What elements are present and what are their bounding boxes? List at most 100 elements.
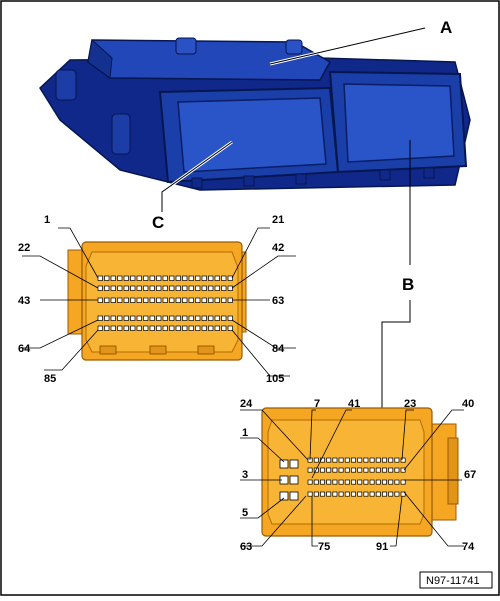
connector-b-pin-r0-c8 xyxy=(357,457,363,463)
connector-c-pin-r2-c8 xyxy=(149,297,155,303)
connector-b-pin-r3-c2 xyxy=(320,491,325,497)
pin-label-b-91: 91 xyxy=(376,541,388,553)
connector-c-pin-r4-c8 xyxy=(149,325,155,331)
connector-c-pin-r2-c11 xyxy=(169,297,175,303)
callout-a-label: A xyxy=(440,18,452,37)
connector-c-pin-r1-c0 xyxy=(97,285,103,291)
connector-c-pin-r3-c20 xyxy=(227,315,233,321)
pin-leader-c-42 xyxy=(231,255,296,289)
connector-c-pin-r2-c2 xyxy=(110,297,116,303)
connector-c-pin-r3-c19 xyxy=(221,315,227,321)
pin-label-c-43: 43 xyxy=(18,295,30,307)
connector-b-pin-r3-c4 xyxy=(332,491,338,497)
connector-b-large-pin-2 xyxy=(289,459,299,469)
ecu-top-side xyxy=(87,39,113,79)
pin-label-b-23: 23 xyxy=(404,398,416,410)
connector-c-pin-r1-c6 xyxy=(136,285,142,291)
connector-b-pin-r3-c9 xyxy=(363,491,369,497)
connector-b-pin-r2-c11 xyxy=(375,479,381,485)
connector-c-pin-r4-c16 xyxy=(201,325,207,331)
connector-b-pin-r2-c13 xyxy=(388,479,394,485)
connector-c-pin-r3-c4 xyxy=(123,315,129,321)
connector-c-pin-r3-c14 xyxy=(188,315,194,321)
callout-b-label: B xyxy=(402,275,414,294)
connector-b-pin-r0-c3 xyxy=(326,457,332,463)
connector-c-pin-r0-c10 xyxy=(162,275,168,281)
connector-c-pin-r0-c7 xyxy=(143,275,149,281)
connector-c-pin-r3-c5 xyxy=(130,315,136,321)
pin-leader-b-5 xyxy=(240,497,285,519)
pin-label-b-63: 63 xyxy=(240,541,252,553)
connector-b-pin-r0-c7 xyxy=(351,457,356,463)
connector-c-pin-r1-c8 xyxy=(149,285,155,291)
connector-c-pin-r4-c20 xyxy=(227,325,233,331)
pin-leader-b-23 xyxy=(401,409,414,461)
ecu-mount-tab-left xyxy=(55,69,77,101)
connector-c-pin-r0-c14 xyxy=(188,275,194,281)
connector-c-pin-r1-c14 xyxy=(188,285,194,291)
pin-leader-b-24 xyxy=(240,409,309,461)
ecu-foot-2 xyxy=(243,175,255,187)
connector-c-pin-r3-c11 xyxy=(169,315,175,321)
reference-box xyxy=(419,571,493,589)
connector-c-pin-r4-c9 xyxy=(156,325,162,331)
connector-c-pin-grid xyxy=(97,275,233,331)
connector-c-pin-r3-c3 xyxy=(117,315,123,321)
connector-b-pin-r1-c5 xyxy=(338,467,344,473)
connector-c-pin-r4-c12 xyxy=(175,325,181,331)
connector-b-pin-r0-c9 xyxy=(363,457,369,463)
connector-b-large-pin-1 xyxy=(279,459,289,469)
connector-c-pin-r0-c6 xyxy=(136,275,142,281)
connector-c-pin-r2-c15 xyxy=(195,297,201,303)
connector-b-pin-r0-c1 xyxy=(313,457,319,463)
connector-b-pin-r1-c14 xyxy=(394,467,400,473)
connector-c-pin-r2-c14 xyxy=(188,297,194,303)
connector-c-pin-r1-c1 xyxy=(104,285,110,291)
connector-c-pin-r0-c20 xyxy=(227,275,233,281)
connector-b-large-pin-5 xyxy=(279,491,289,501)
pin-label-b-5: 5 xyxy=(242,507,248,519)
connector-c-pin-r0-c1 xyxy=(104,275,110,281)
connector-c-pin-r1-c15 xyxy=(195,285,201,291)
connector-c-pin-r3-c9 xyxy=(156,315,162,321)
connector-b-pin-r1-c9 xyxy=(363,467,369,473)
pin-label-b-7: 7 xyxy=(314,398,320,410)
connector-c-pin-r4-c5 xyxy=(130,325,136,331)
connector-c-pin-r0-c4 xyxy=(123,275,129,281)
connector-c xyxy=(67,241,247,361)
pin-label-b-75: 75 xyxy=(318,541,330,553)
connector-c-pin-r4-c6 xyxy=(136,325,142,331)
connector-c-pin-r2-c18 xyxy=(214,297,220,303)
connector-b-pin-r3-c0 xyxy=(307,491,313,497)
connector-b-pin-r3-c1 xyxy=(313,491,319,497)
pin-leader-c-22 xyxy=(22,255,99,289)
pin-label-c-63: 63 xyxy=(272,295,284,307)
connector-c-pin-r4-c15 xyxy=(195,325,201,331)
connector-c-pin-r3-c6 xyxy=(136,315,142,321)
connector-b-pin-r2-c2 xyxy=(320,479,325,485)
connector-c-pin-r4-c13 xyxy=(182,325,188,331)
connector-c-pin-r3-c16 xyxy=(201,315,207,321)
connector-c-lip-1 xyxy=(99,345,117,355)
connector-c-pin-r4-c2 xyxy=(110,325,116,331)
ecu-foot-4 xyxy=(379,169,391,181)
connector-b-pin-r3-c5 xyxy=(338,491,344,497)
pin-leader-b-7 xyxy=(309,409,316,461)
connector-c-pin-r3-c10 xyxy=(162,315,168,321)
connector-c-pin-r0-c19 xyxy=(221,275,227,281)
connector-c-pin-r4-c4 xyxy=(123,325,129,331)
ecu-mount-tab-top-right xyxy=(285,39,303,55)
connector-c-pin-r3-c18 xyxy=(214,315,220,321)
connector-b-pin-r3-c14 xyxy=(394,491,400,497)
connector-c-pin-r1-c11 xyxy=(169,285,175,291)
connector-c-pin-r1-c12 xyxy=(175,285,181,291)
connector-b-pin-r3-c13 xyxy=(388,491,394,497)
pin-label-b-67: 67 xyxy=(464,469,476,481)
pin-label-c-105: 105 xyxy=(266,373,284,385)
connector-b-pin-r2-c10 xyxy=(369,479,375,485)
ecu-housing xyxy=(39,37,471,191)
connector-b-pin-r0-c2 xyxy=(320,457,325,463)
pin-label-c-1: 1 xyxy=(44,214,50,226)
connector-c-pin-r1-c7 xyxy=(143,285,149,291)
